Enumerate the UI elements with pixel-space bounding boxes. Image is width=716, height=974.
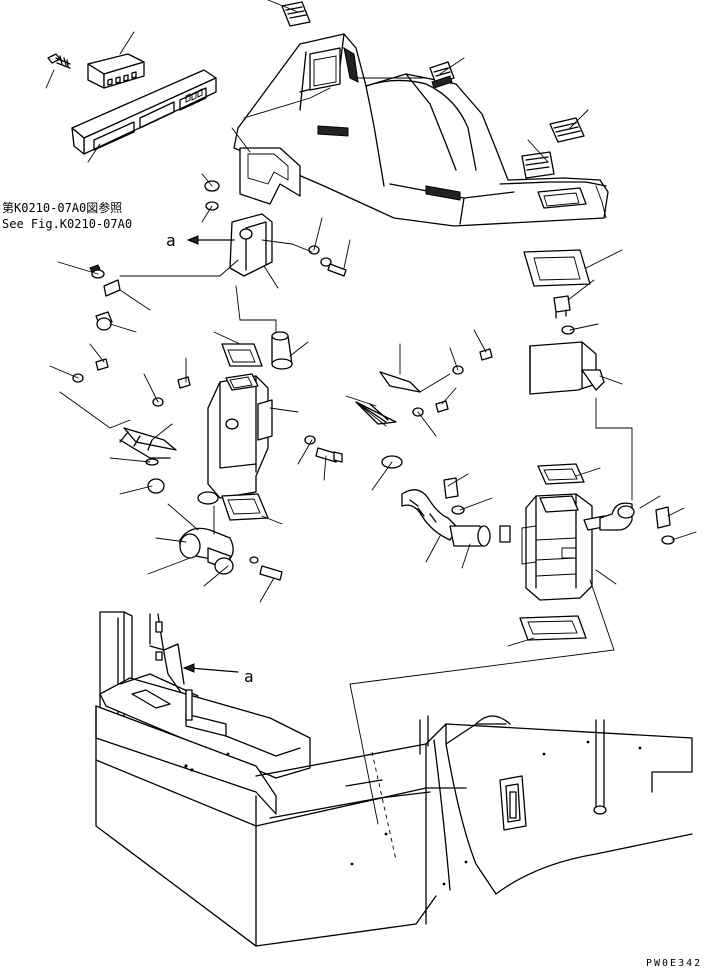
- gasket-left-lower: [221, 493, 269, 521]
- elbow-right: [599, 502, 675, 545]
- leader-lines: [45, 0, 697, 647]
- gasket-right-mid: [537, 463, 585, 485]
- cab-body: [95, 611, 693, 947]
- vent-louver-top: [281, 1, 311, 27]
- hardware-left-washers: [72, 358, 191, 407]
- bolt-top-left: [47, 53, 71, 69]
- gasket-right-lower: [519, 615, 587, 641]
- bolt-right-mid: [443, 477, 465, 515]
- reference-note-jp: 第K0210-07A0図参照: [2, 200, 122, 215]
- hardware-left-cluster: [89, 264, 121, 331]
- hose-right: [381, 455, 511, 547]
- console-badge-right: [425, 185, 461, 201]
- clamp-left: [147, 478, 219, 505]
- diffuser-left: [119, 427, 177, 466]
- gasket-right-upper: [523, 249, 591, 287]
- gasket-left-mid: [221, 343, 263, 367]
- diffuser-right: [355, 371, 421, 425]
- gasket-upper-left: [239, 147, 301, 205]
- connection-lines: [59, 77, 633, 825]
- callout-arrow-upper: [186, 235, 235, 245]
- console-badge-left: [317, 125, 349, 137]
- switch-module: [87, 53, 145, 89]
- hardware-right-mid: [412, 348, 493, 417]
- hose-coupling-left: [271, 331, 293, 370]
- blower-unit-right: [521, 493, 609, 601]
- duct-upper-left: [229, 213, 273, 277]
- callout-label-a-lower: a: [244, 667, 254, 686]
- callout-label-a-upper: a: [166, 231, 176, 250]
- hardware-upper-mid: [308, 245, 347, 277]
- elbow-duct-left: [179, 527, 283, 581]
- door-handle: [499, 775, 527, 831]
- vent-louver-right: [521, 117, 585, 179]
- center-vent-opening: [309, 47, 341, 91]
- duct-right-upper: [529, 341, 605, 395]
- dashboard-console: [233, 33, 609, 227]
- dash-panel-bracket: [71, 69, 217, 155]
- control-panel-assembly: [47, 53, 217, 155]
- duct-main-left: [207, 373, 273, 499]
- bolt-left-mid: [304, 435, 343, 463]
- callout-arrow-lower: [182, 663, 239, 673]
- bolt-right-upper: [553, 295, 575, 335]
- drawing-code: PW0E342: [646, 958, 702, 969]
- reference-note-en: See Fig.K0210-07A0: [2, 217, 132, 231]
